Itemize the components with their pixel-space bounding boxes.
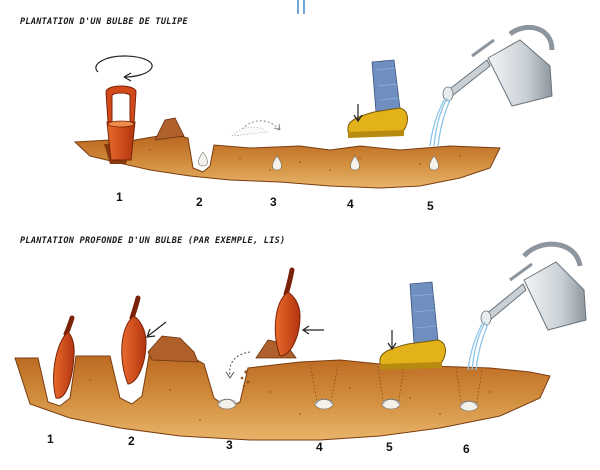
arrow-step3 — [301, 325, 324, 335]
top-marks — [297, 0, 305, 14]
step-label-lily-2: 2 — [128, 434, 135, 448]
dotted-arrow-step3 — [225, 351, 251, 379]
soil-mound-2 — [147, 335, 199, 363]
step-label-lily-4: 4 — [316, 440, 323, 454]
bulb-icon — [272, 155, 282, 171]
watering-can — [480, 241, 587, 331]
step-label-tulip-1: 1 — [116, 190, 123, 204]
boot-pressing — [379, 281, 446, 370]
trowel-step1 — [53, 315, 75, 399]
tulip-diagram — [73, 24, 555, 189]
diagram-title-lily: PLANTATION PROFONDE D'UN BULBE (PAR EXEM… — [20, 236, 286, 246]
bulb-icon — [381, 398, 401, 410]
step-label-tulip-4: 4 — [347, 197, 354, 211]
step-label-tulip-5: 5 — [427, 199, 434, 213]
down-arrow — [387, 330, 397, 351]
bulb-icon — [314, 398, 334, 410]
watering-can — [442, 24, 555, 107]
bulb-icon — [459, 400, 479, 412]
step-label-lily-6: 6 — [463, 442, 470, 456]
step-label-lily-3: 3 — [226, 438, 233, 452]
soil-plug — [154, 117, 185, 141]
trowel-step3 — [274, 267, 301, 357]
bulb-icon — [198, 151, 208, 167]
step-label-lily-5: 5 — [386, 440, 393, 454]
water-stream — [467, 321, 489, 371]
bulb-planter-tool — [105, 85, 137, 161]
lily-diagram — [14, 241, 587, 441]
soil-band-bottom — [14, 349, 551, 441]
water-stream — [429, 97, 451, 147]
trowel-step2 — [121, 295, 147, 385]
bulb-icon — [217, 398, 237, 410]
step-label-lily-1: 1 — [47, 432, 54, 446]
down-arrow — [353, 104, 363, 123]
rotation-arrow — [95, 55, 153, 82]
step-label-tulip-2: 2 — [196, 195, 203, 209]
arrow-step2 — [146, 321, 167, 338]
bulb-icon — [429, 155, 439, 171]
bulb-icon — [350, 155, 360, 171]
falling-soil — [240, 370, 250, 388]
boot-pressing — [347, 59, 408, 138]
step-label-tulip-3: 3 — [270, 195, 277, 209]
diagram-title-tulip: PLANTATION D'UN BULBE DE TULIPE — [20, 17, 188, 27]
